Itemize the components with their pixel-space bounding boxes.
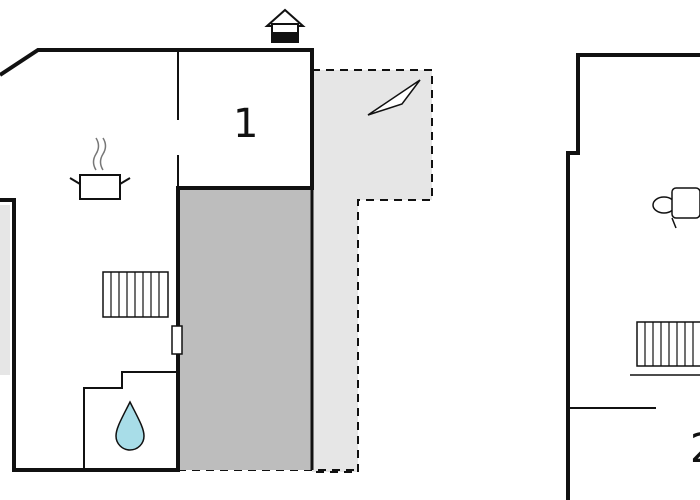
door bbox=[171, 325, 183, 355]
terrace-area bbox=[311, 69, 433, 473]
covered-area bbox=[178, 188, 312, 470]
radiator-icon-right bbox=[636, 321, 700, 367]
building-outline-right bbox=[566, 53, 700, 500]
water-drop-icon bbox=[115, 400, 145, 451]
sofa-icon bbox=[652, 187, 700, 229]
room-label-1: 1 bbox=[233, 101, 258, 147]
compass-icon bbox=[367, 79, 421, 116]
cooking-pot-icon bbox=[69, 137, 131, 200]
left-edge-terrace bbox=[0, 205, 10, 375]
house-icon bbox=[264, 8, 306, 43]
bathroom-walls bbox=[83, 371, 178, 470]
room-label-2: 2 bbox=[690, 426, 700, 472]
radiator-icon bbox=[102, 271, 169, 318]
